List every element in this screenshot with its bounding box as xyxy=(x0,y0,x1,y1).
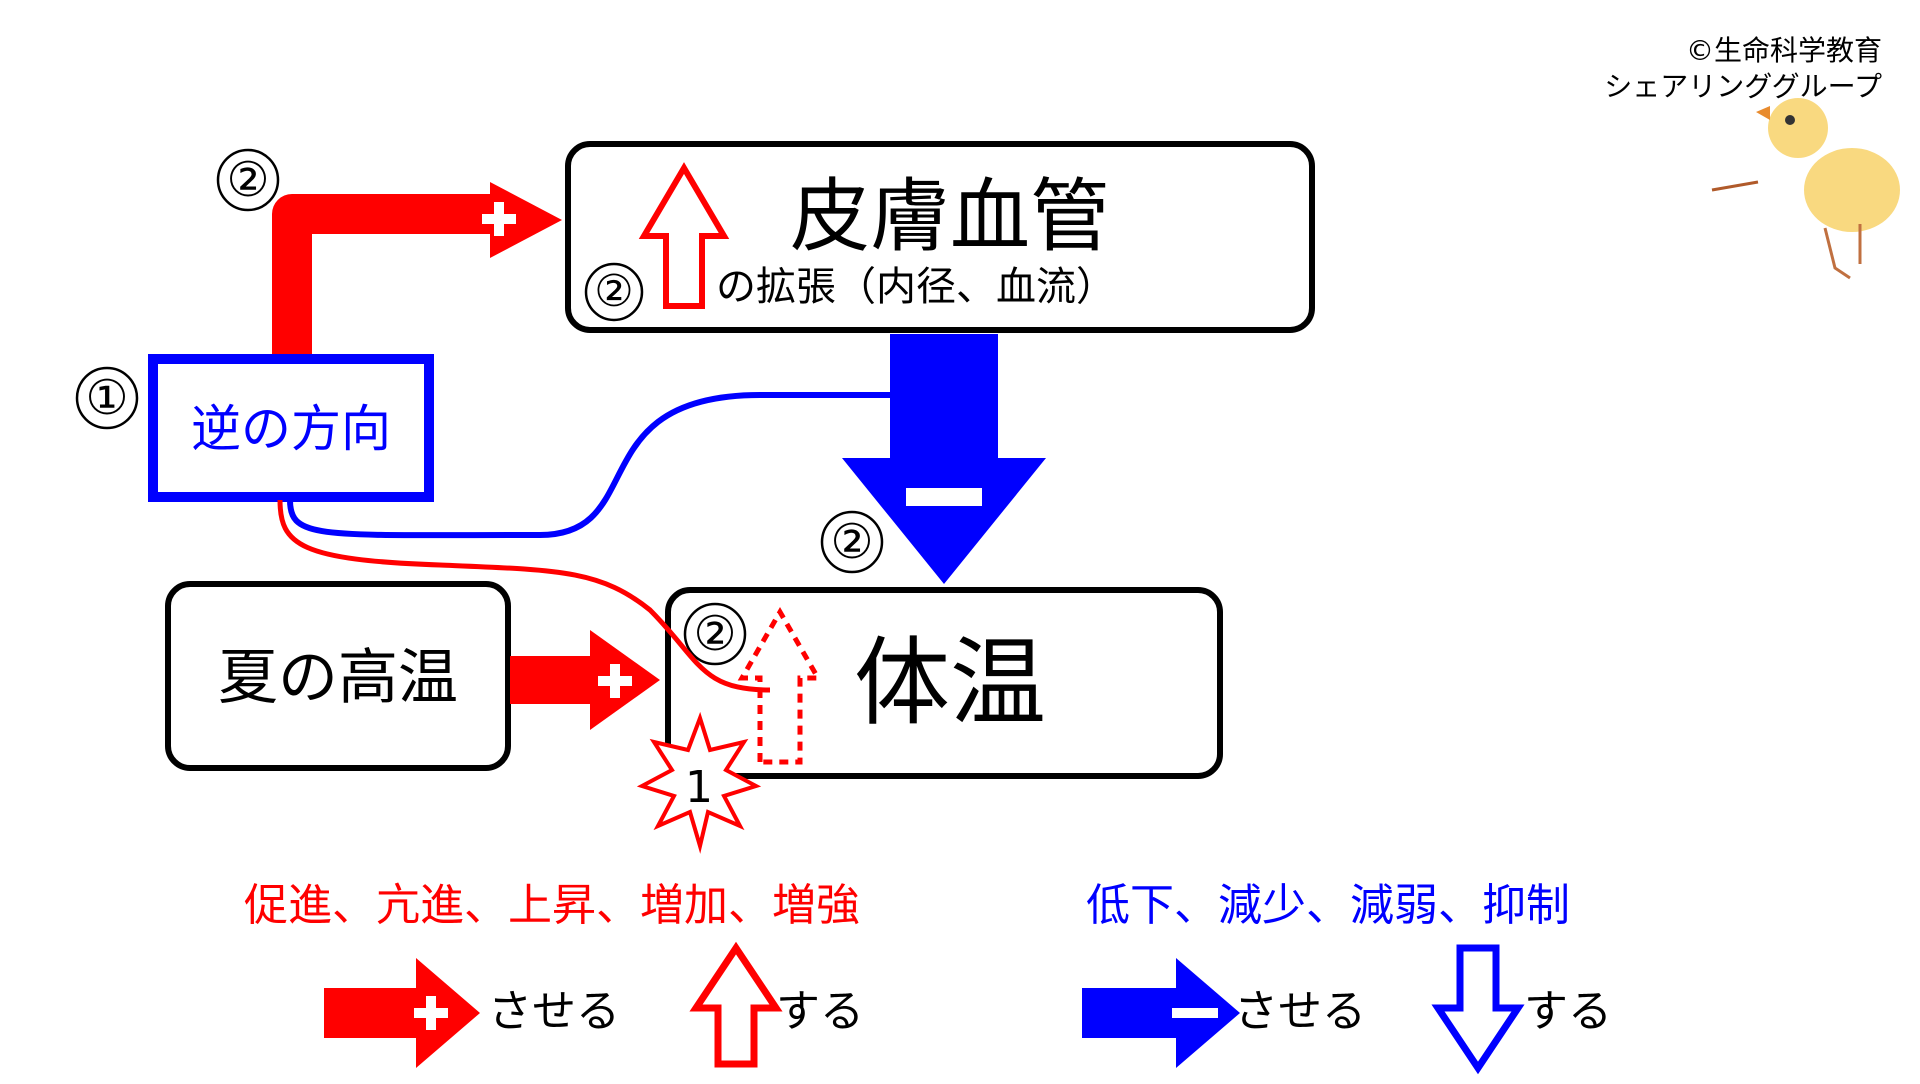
legend-red-text: 促進、亢進、上昇、増加、増強 xyxy=(244,880,860,931)
skin-vessel-step: ② xyxy=(594,266,633,317)
legend-minus-saseru: させる xyxy=(1234,986,1366,1037)
increase-up-arrow-icon xyxy=(638,162,730,309)
promote-arrow-to-skin xyxy=(272,182,562,356)
reverse-red-curve xyxy=(277,499,771,693)
suppress-arrow-to-body-temp xyxy=(842,334,1046,584)
summer-heat-box xyxy=(165,581,511,771)
body-temp-step-label: ② xyxy=(693,606,736,662)
legend-down-suru: する xyxy=(1524,986,1612,1037)
legend-minus-arrow-icon xyxy=(1082,958,1240,1068)
reverse-direction-label: 逆の方向 xyxy=(191,400,391,458)
legend-plus-arrow-icon xyxy=(324,958,480,1068)
skin-vessel-subtitle: の拡張（内径、血流） xyxy=(716,264,1116,310)
copyright-line1: ©生命科学教育 xyxy=(1686,34,1882,67)
skin-vessel-title: 皮膚血管 xyxy=(790,170,1110,263)
reverse-step-label: ① xyxy=(85,370,128,426)
dotted-up-arrow-icon xyxy=(737,606,823,765)
body-temp-box xyxy=(665,587,1223,779)
upper-step-circle xyxy=(216,148,280,212)
skin-vessel-step-circle xyxy=(584,262,644,322)
upper-step-label: ② xyxy=(226,152,269,208)
reverse-blue-curve xyxy=(287,392,898,539)
skin-vessel-box xyxy=(565,141,1315,333)
legend-blue-text: 低下、減少、減弱、抑制 xyxy=(1086,880,1570,931)
minus-step-circle xyxy=(820,510,884,574)
minus-step-label: ② xyxy=(830,514,873,570)
copyright-line2: シェアリンググループ xyxy=(1604,70,1882,103)
legend-plus-saseru: させる xyxy=(488,986,620,1037)
reverse-direction-box xyxy=(148,354,434,502)
legend-up-suru: する xyxy=(776,986,864,1037)
summer-heat-label: 夏の高温 xyxy=(218,643,458,713)
legend-up-arrow-icon xyxy=(689,941,783,1068)
starburst-label: 1 xyxy=(685,762,713,813)
chick-icon xyxy=(1711,98,1900,280)
body-temp-step-circle xyxy=(683,602,747,666)
body-temp-label: 体温 xyxy=(854,627,1046,739)
starburst-icon xyxy=(636,711,762,854)
reverse-step-circle xyxy=(75,366,139,430)
promote-arrow-to-body-temp xyxy=(510,630,660,730)
legend-down-arrow-icon xyxy=(1431,944,1525,1075)
